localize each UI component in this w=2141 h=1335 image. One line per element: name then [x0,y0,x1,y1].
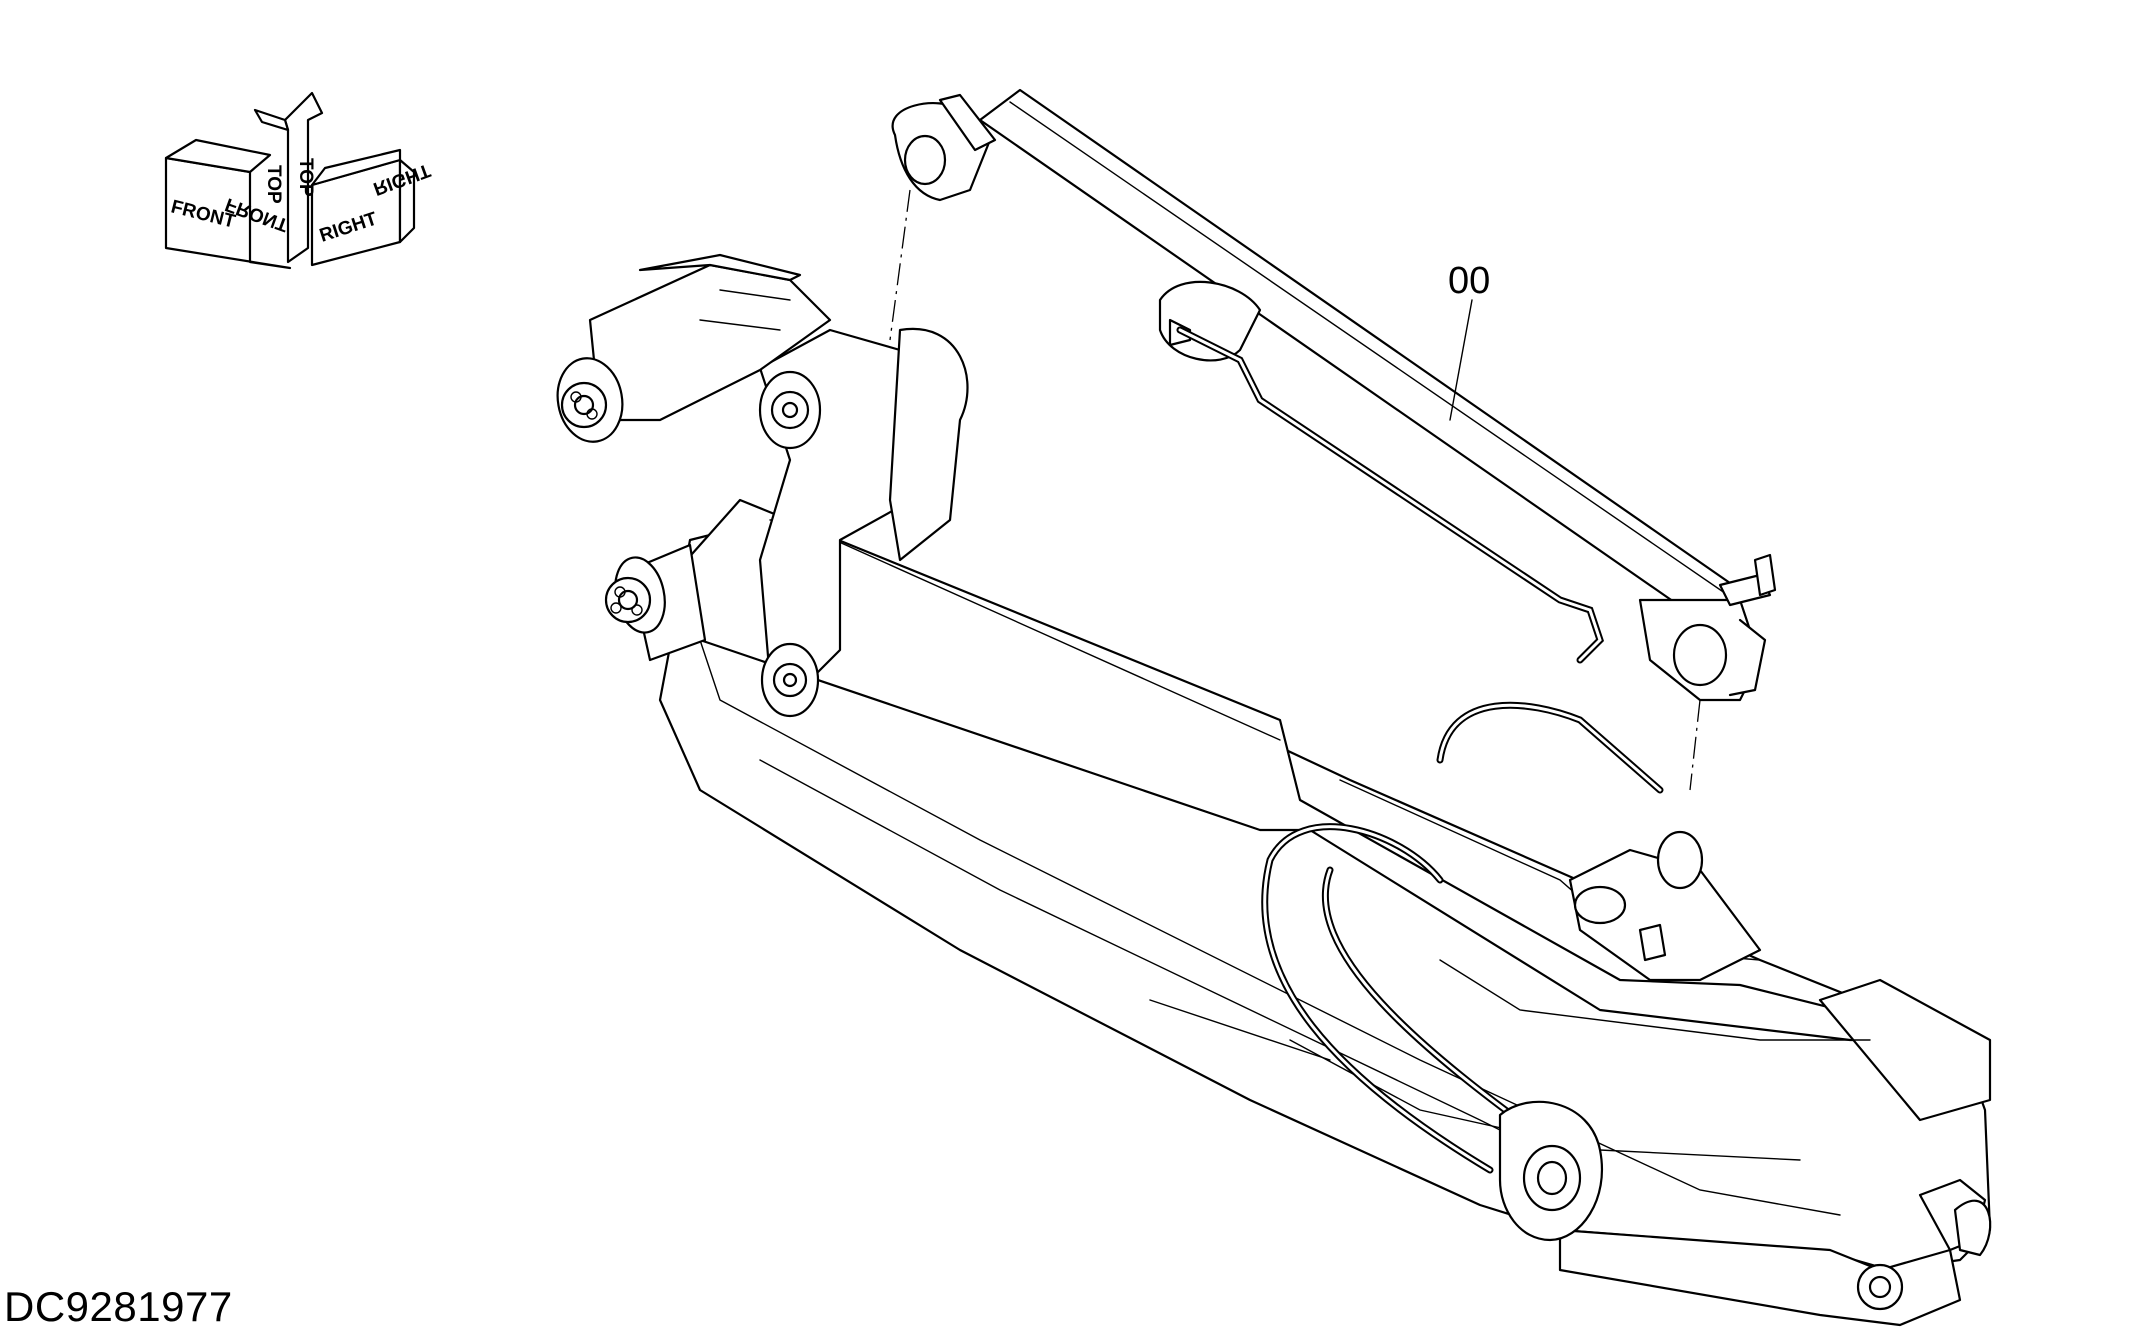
hydraulic-cylinder [891,88,1777,702]
assembly-centerlines [889,189,1701,791]
orientation-arrows-icon: FRONT FRONT TOP TOP RIGHT RIGHT [164,91,433,270]
boom-upper-boss [1568,830,1762,982]
front-link [758,327,969,718]
drawing-code: DC9281977 [4,1283,233,1330]
boom-lower-pivot [1498,1100,1603,1242]
boom-left-pivots [604,543,707,662]
orientation-top-mirrored: TOP [295,158,316,197]
callout-leader [1449,299,1473,421]
hydraulic-hoses [1176,326,1664,1174]
rear-bracket [556,253,832,443]
part-callout-00: 00 [1448,260,1491,302]
orientation-top: TOP [263,165,284,204]
